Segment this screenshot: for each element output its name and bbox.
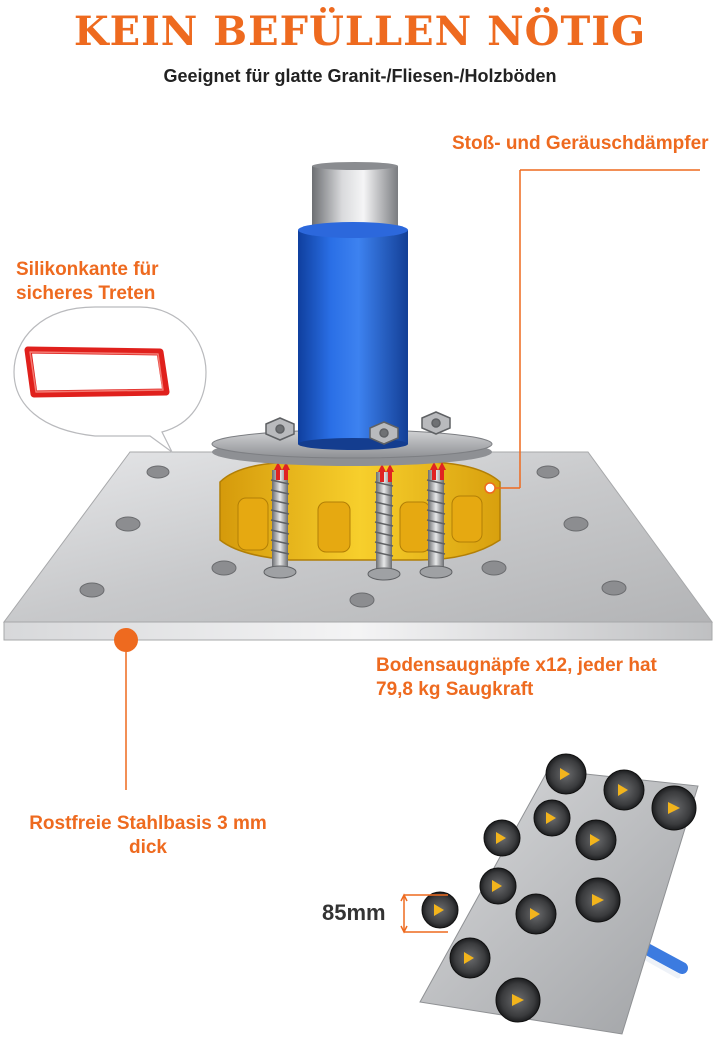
page-subtitle: Geeignet für glatte Granit-/Fliesen-/Hol… [163,66,557,86]
steel-callout-line [114,628,138,790]
pole [298,162,408,450]
silicone-edge-bubble [13,306,207,453]
suction-label-line1: Bodensaugnäpfe x12, jeder hat [376,655,657,676]
dimension-marker [400,893,448,934]
steel-label-line2: dick [128,837,168,858]
page-title: KEIN BEFÜLLEN NÖTIG [73,8,647,55]
silicone-label: Silikonkante für sicheres Treten [16,258,216,306]
suction-label: Bodensaugnäpfe x12, jeder hat 79,8 kg Sa… [376,654,720,702]
pressure-arrows [274,462,446,482]
silicone-label-line2: sicheres Treten [16,283,156,304]
damper-label: Stoß- und Geräuschdämpfer [452,133,709,154]
suction-label-line2: 79,8 kg Saugkraft [376,679,534,700]
steel-label-line1: Rostfreie Stahlbasis 3 mm [29,813,267,834]
damper-callout-line [484,169,700,494]
shock-damper [219,461,501,561]
suction-cup-plate [419,753,699,1035]
steel-label: Rostfreie Stahlbasis 3 mm dick [10,812,286,860]
dimension-label: 85mm [322,900,386,925]
nuts [265,411,451,445]
mounting-screws [263,470,453,581]
silicone-label-line1: Silikonkante für [16,259,159,280]
